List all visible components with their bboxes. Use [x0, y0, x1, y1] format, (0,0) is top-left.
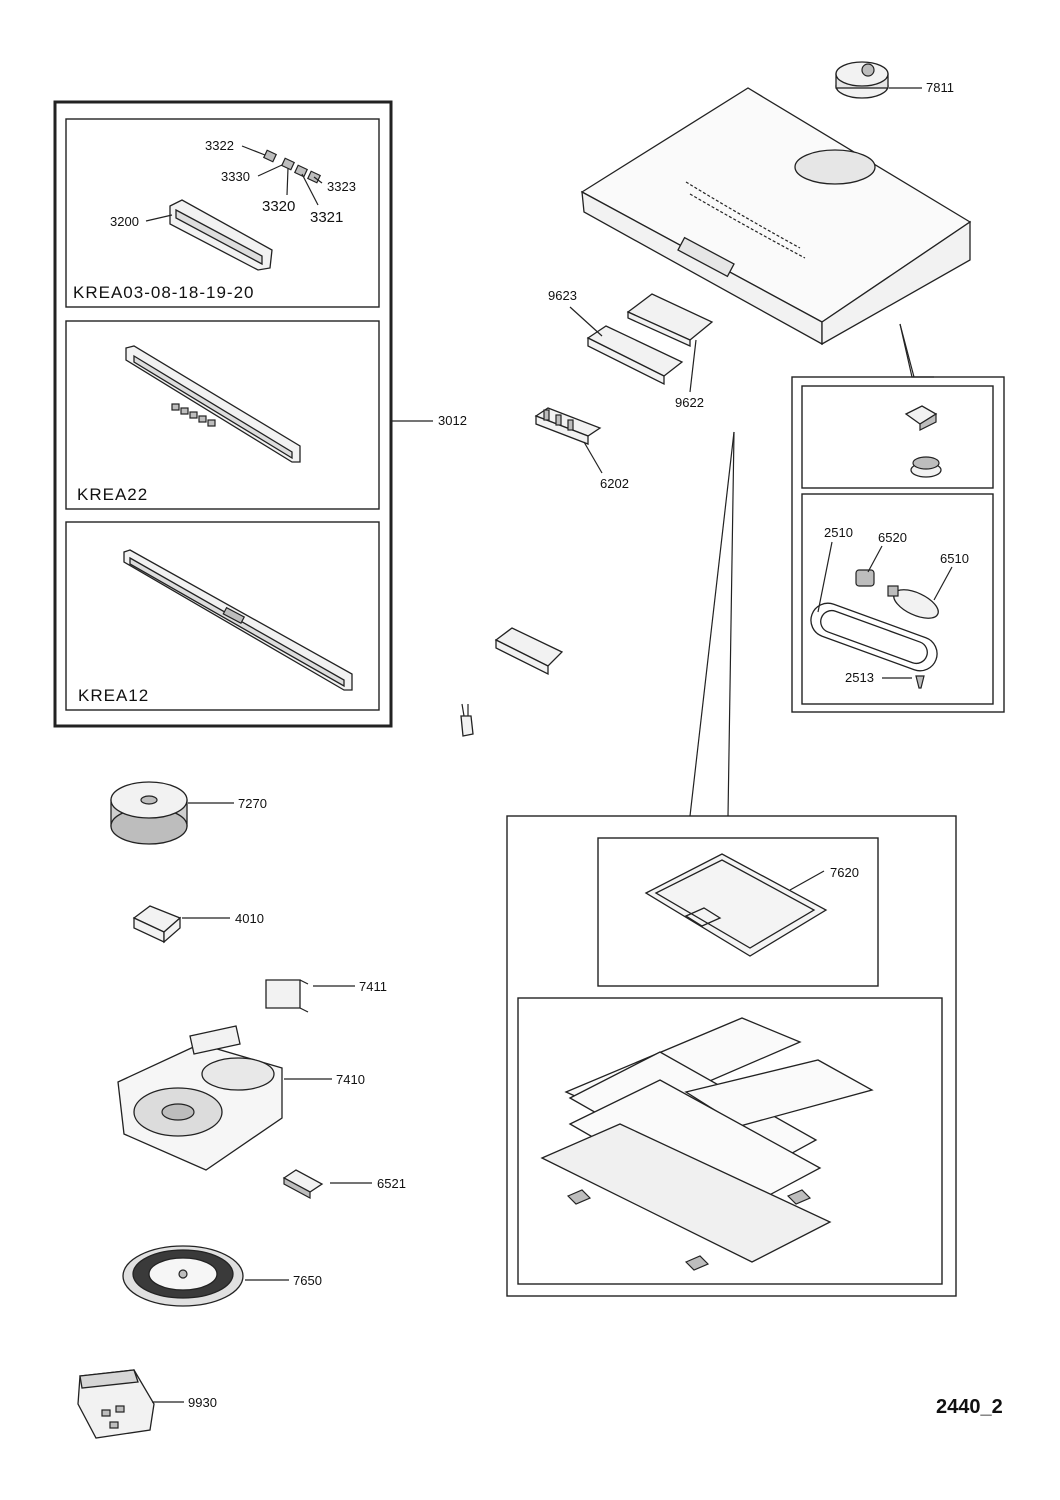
wire-drawing	[460, 703, 474, 737]
hood-body-drawing	[580, 87, 972, 346]
part-number-3322: 3322	[205, 138, 234, 153]
filter-group-frame	[506, 815, 957, 1297]
control-panel-kit-a-drawing	[169, 149, 322, 271]
part-number-3321: 3321	[310, 209, 343, 226]
part-number-2513: 2513	[845, 670, 874, 685]
kit-b-frame	[65, 320, 380, 510]
screw-2513-drawing	[915, 675, 925, 689]
filter-panel-frame	[517, 997, 943, 1285]
control-panel-kit-b-drawing	[125, 345, 301, 463]
switch-6202-drawing	[534, 407, 602, 445]
kit-label-c: KREA12	[78, 686, 149, 705]
fan-wheel-7270-drawing	[110, 781, 188, 845]
kit-label-b: KREA22	[77, 485, 148, 504]
part-number-3320: 3320	[262, 198, 295, 215]
kit-label-a: KREA03-08-18-19-20	[73, 283, 254, 302]
part-number-3323: 3323	[327, 179, 356, 194]
part-number-9623: 9623	[548, 288, 577, 303]
part-number-9622: 9622	[675, 395, 704, 410]
part-number-4010: 4010	[235, 911, 264, 926]
lamp-socket-6520-drawing	[855, 569, 875, 587]
bracket-7411-drawing	[265, 979, 309, 1013]
part-number-3012: 3012	[438, 413, 467, 428]
lamp-group-frame	[791, 376, 1005, 713]
lamp-holder-6521-drawing	[282, 1169, 324, 1200]
filter-panel-drawing	[540, 1017, 874, 1271]
part-number-3330: 3330	[221, 169, 250, 184]
electronic-box-drawing	[586, 293, 714, 386]
capacitor-switch-4010-drawing	[132, 905, 182, 944]
lamp-gasket-2510-drawing	[810, 602, 938, 672]
kit-c-frame	[65, 521, 380, 711]
part-number-7270: 7270	[238, 796, 267, 811]
lamp-knob-drawing	[910, 456, 942, 478]
part-number-7620: 7620	[830, 865, 859, 880]
part-number-7650: 7650	[293, 1273, 322, 1288]
lamp-group: 2510 6520 6510 2513	[791, 376, 1005, 713]
lamp-bottom-frame	[801, 493, 994, 705]
grease-filter-7620-drawing	[644, 853, 828, 957]
part-number-9930: 9930	[188, 1395, 217, 1410]
control-panel-kit-c-drawing	[123, 549, 353, 691]
lamp-top-frame	[801, 385, 994, 489]
ring-flange-7650-drawing	[122, 1245, 244, 1307]
part-number-3200: 3200	[110, 214, 139, 229]
part-number-7811: 7811	[926, 80, 954, 95]
bulb-6510-drawing	[887, 585, 939, 619]
lamp-holder-drawing	[904, 405, 938, 431]
screw-kit-9930-drawing	[77, 1369, 155, 1439]
motor-housing-7410-drawing	[117, 1025, 283, 1171]
grease-filter-frame	[597, 837, 879, 987]
control-panel-kit-group: 3322 3330 3323 3320 3321 3200 KREA03-08-…	[53, 100, 393, 728]
part-number-6520: 6520	[878, 530, 907, 545]
part-number-2510: 2510	[824, 525, 853, 540]
part-number-6202: 6202	[600, 476, 629, 491]
kit-group-frame	[53, 100, 393, 728]
part-number-6510: 6510	[940, 551, 969, 566]
part-number-7410: 7410	[336, 1072, 365, 1087]
kit-a-frame	[65, 118, 380, 308]
filter-group: 7620	[506, 815, 957, 1297]
terminal-block-drawing	[494, 627, 564, 676]
part-number-7411: 7411	[359, 979, 387, 994]
part-number-6521: 6521	[377, 1176, 406, 1191]
diagram-document-id: 2440_2	[936, 1396, 1003, 1418]
motor-cap-7811-drawing	[835, 61, 889, 99]
